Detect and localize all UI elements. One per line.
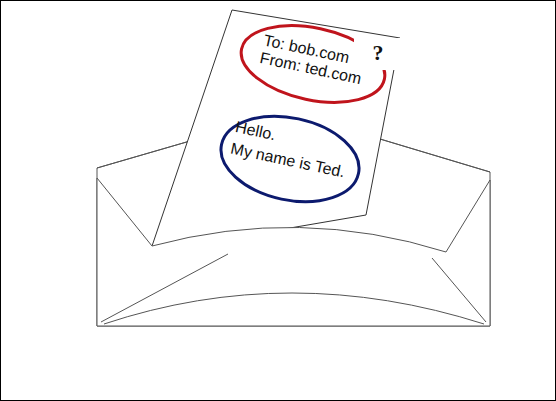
pocket-fold	[101, 254, 228, 322]
pocket-curve	[104, 293, 484, 324]
question-mark: ?	[354, 41, 402, 65]
question-box: ?	[354, 38, 402, 70]
circle-outline	[213, 104, 367, 213]
pocket-fold	[432, 258, 486, 322]
letter-text: My name is Ted.	[229, 138, 363, 187]
